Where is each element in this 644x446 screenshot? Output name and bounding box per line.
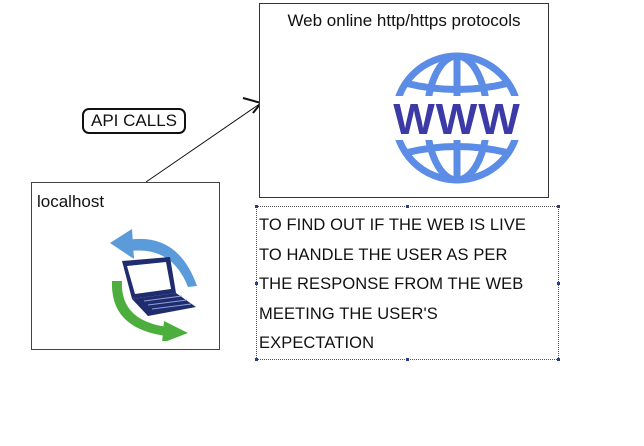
www-text: WWW (393, 95, 521, 144)
localhost-title: localhost (37, 192, 105, 211)
www-globe-icon: WWW (387, 52, 527, 184)
selection-handle (406, 358, 409, 361)
selection-handle (255, 358, 258, 361)
laptop-icon (122, 257, 196, 316)
blue-arrowhead (110, 229, 134, 259)
description-line: TO HANDLE THE USER AS PER (259, 245, 508, 264)
web-box-title: Web online http/https protocols (287, 11, 521, 30)
description-line: TO FIND OUT IF THE WEB IS LIVE (259, 216, 527, 234)
laptop-sync-icon (110, 229, 197, 341)
description-line: EXPECTATION (259, 334, 375, 352)
selection-handle (255, 282, 258, 285)
description-line: THE RESPONSE FROM THE WEB (259, 275, 524, 293)
selection-handle (557, 205, 560, 208)
green-sync-arrow (111, 281, 168, 336)
description-line: MEETING THE USER'S (259, 304, 438, 323)
green-arrowhead (162, 321, 188, 341)
description-box: TO FIND OUT IF THE WEB IS LIVE TO HANDLE… (255, 205, 560, 361)
description-text: TO FIND OUT IF THE WEB IS LIVE TO HANDLE… (259, 211, 559, 359)
api-calls-label: API CALLS (82, 108, 186, 134)
selection-handle (557, 282, 560, 285)
selection-handle (406, 205, 409, 208)
web-server-box: Web online http/https protocols WWW (259, 3, 549, 198)
selection-handle (557, 358, 560, 361)
localhost-box: localhost (31, 182, 220, 350)
selection-handle (255, 205, 258, 208)
